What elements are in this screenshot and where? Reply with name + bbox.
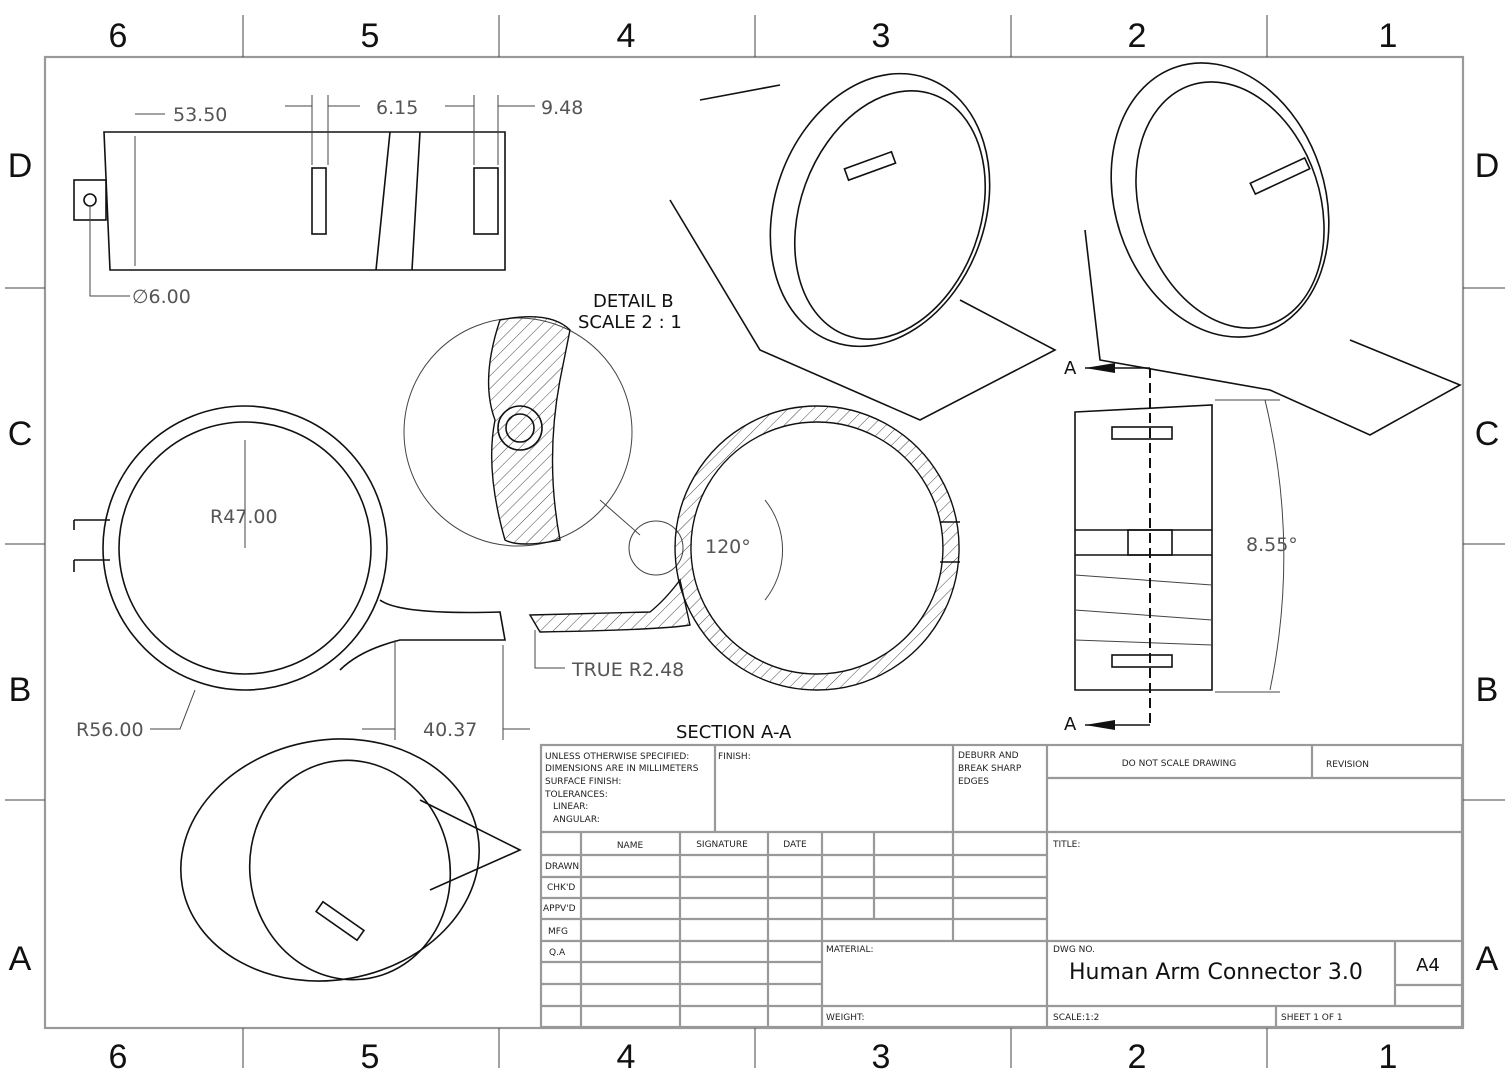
zone-col-5-bottom: 5 xyxy=(361,1038,380,1076)
role-qa: Q.A xyxy=(549,948,566,958)
zone-col-2: 2 xyxy=(1128,17,1147,55)
zone-col-5: 5 xyxy=(361,17,380,55)
zone-col-2-bottom: 2 xyxy=(1128,1038,1147,1076)
section-marker-top: A xyxy=(1064,358,1077,379)
zone-col-1: 1 xyxy=(1379,17,1398,55)
zone-row-d: D xyxy=(8,147,33,185)
detail-b-scale: SCALE 2 : 1 xyxy=(578,312,682,333)
sheet-size: A4 xyxy=(1416,955,1440,976)
dim-hole-diameter: ∅6.00 xyxy=(132,286,191,308)
dim-slot-width: 9.48 xyxy=(541,97,583,119)
section-title: SECTION A-A xyxy=(676,722,792,743)
dim-taper-angle: 8.55° xyxy=(1246,534,1298,556)
zone-dividers xyxy=(5,15,1505,1068)
dim-length: 53.50 xyxy=(173,104,227,126)
zone-row-b: B xyxy=(9,671,32,709)
header-signature: SIGNATURE xyxy=(696,840,748,850)
sheet-number: SHEET 1 OF 1 xyxy=(1281,1013,1343,1023)
deburr-line-2: BREAK SHARP xyxy=(958,764,1022,774)
zone-col-3: 3 xyxy=(872,17,891,55)
title-label: TITLE: xyxy=(1052,840,1080,850)
finish-label: FINISH: xyxy=(718,752,751,762)
side-view: 53.50 6.15 9.48 ∅6.00 xyxy=(73,95,583,308)
section-left-ring: R47.00 R56.00 40.37 xyxy=(73,405,530,741)
zone-col-6: 6 xyxy=(109,17,128,55)
do-not-scale-note: DO NOT SCALE DRAWING xyxy=(1122,759,1237,769)
dim-arm-length: 40.37 xyxy=(423,719,477,741)
detail-b-title: DETAIL B xyxy=(593,291,674,312)
role-mfg: MFG xyxy=(548,927,568,937)
zone-row-a-right: A xyxy=(1476,940,1499,978)
dim-angle: 120° xyxy=(705,536,751,558)
zone-row-d-right: D xyxy=(1475,147,1500,185)
role-checked: CHK'D xyxy=(547,883,575,893)
note-line-5: LINEAR: xyxy=(553,802,588,812)
note-line-4: TOLERANCES: xyxy=(544,790,608,800)
zone-row-c-right: C xyxy=(1475,415,1500,453)
dim-slot-offset: 6.15 xyxy=(376,97,418,119)
isometric-view-bottom xyxy=(180,738,522,982)
zone-col-1-bottom: 1 xyxy=(1379,1038,1398,1076)
weight-label: WEIGHT: xyxy=(826,1013,865,1023)
revision-label: REVISION xyxy=(1326,760,1369,770)
zone-row-a: A xyxy=(9,940,32,978)
dim-inner-radius: R47.00 xyxy=(210,506,278,528)
header-date: DATE xyxy=(783,840,807,850)
dwg-no-label: DWG NO. xyxy=(1053,945,1095,955)
title-block: UNLESS OTHERWISE SPECIFIED: DIMENSIONS A… xyxy=(539,743,1464,1029)
scale-label: SCALE:1:2 xyxy=(1053,1013,1099,1023)
header-name: NAME xyxy=(617,841,644,851)
role-drawn: DRAWN xyxy=(545,862,579,872)
material-label: MATERIAL: xyxy=(826,945,874,955)
note-line-6: ANGULAR: xyxy=(553,815,600,825)
zone-col-6-bottom: 6 xyxy=(109,1038,128,1076)
zone-col-4: 4 xyxy=(617,17,636,55)
zone-labels: 6 5 4 3 2 1 6 5 4 3 2 1 D C B A D C B A xyxy=(8,17,1500,1076)
note-line-2: DIMENSIONS ARE IN MILLIMETERS xyxy=(545,764,699,774)
note-line-1: UNLESS OTHERWISE SPECIFIED: xyxy=(545,752,689,762)
isometric-view-right xyxy=(1084,62,1462,436)
zone-row-b-right: B xyxy=(1476,671,1499,709)
deburr-line-3: EDGES xyxy=(958,777,989,787)
section-marker-bottom: A xyxy=(1064,714,1077,735)
zone-col-3-bottom: 3 xyxy=(872,1038,891,1076)
note-line-3: SURFACE FINISH: xyxy=(545,777,621,787)
detail-b-view: DETAIL B SCALE 2 : 1 xyxy=(403,291,684,576)
dim-outer-radius: R56.00 xyxy=(76,719,144,741)
deburr-line-1: DEBURR AND xyxy=(958,751,1019,761)
right-side-view: A A 8.55° xyxy=(1064,358,1298,735)
zone-row-c: C xyxy=(8,415,33,453)
isometric-view-top xyxy=(669,72,1057,421)
dim-true-radius: TRUE R2.48 xyxy=(571,659,684,681)
zone-col-4-bottom: 4 xyxy=(617,1038,636,1076)
drawing-number: Human Arm Connector 3.0 xyxy=(1069,960,1363,985)
role-approved: APPV'D xyxy=(543,904,576,914)
section-right-ring: 120° TRUE R2.48 SECTION A-A xyxy=(528,405,960,743)
